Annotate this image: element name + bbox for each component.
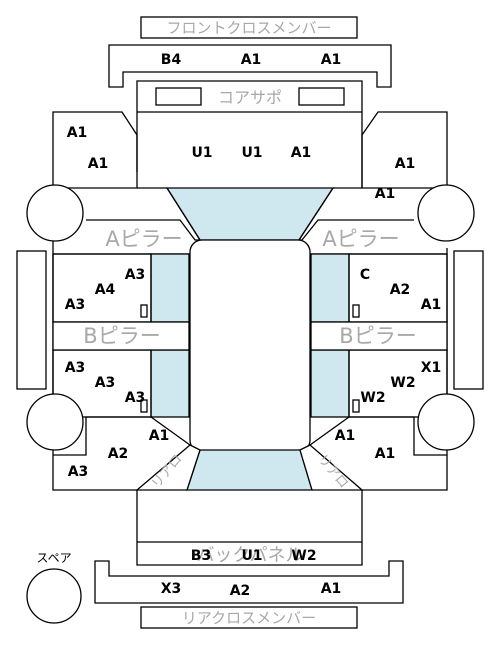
front-left-wheel bbox=[26, 184, 84, 242]
core-support-label: コアサポ bbox=[218, 88, 282, 107]
right-rear-handle bbox=[352, 399, 360, 413]
code-right-rear-2: A1 bbox=[375, 446, 396, 462]
left-rear-sill bbox=[150, 349, 190, 418]
code-lf-door-3: A3 bbox=[65, 297, 86, 313]
code-rr-door-1: X1 bbox=[421, 360, 442, 376]
front-cross-member-label-box bbox=[140, 16, 358, 39]
code-lf-door-1: A3 bbox=[125, 267, 146, 283]
right-front-sill bbox=[310, 253, 350, 323]
rear-right-wheel bbox=[417, 393, 475, 451]
code-right-rear-1: A1 bbox=[335, 428, 356, 444]
code-rear-cross-2: A2 bbox=[230, 583, 251, 599]
code-front-cross-2: A1 bbox=[241, 52, 262, 68]
core-support-right-slot bbox=[298, 87, 345, 106]
b-pillar-right-label: Bピラー bbox=[339, 324, 416, 348]
left-front-handle bbox=[140, 304, 148, 318]
code-left-rear-3: A3 bbox=[68, 464, 89, 480]
b-pillar-left-label: Bピラー bbox=[83, 324, 160, 348]
rear-right-diagonal bbox=[299, 444, 364, 491]
right-front-handle bbox=[352, 304, 360, 318]
a-pillar-left-edge bbox=[137, 187, 201, 241]
code-lr-door-3: A3 bbox=[125, 390, 146, 406]
left-front-sill bbox=[150, 253, 190, 323]
a-pillar-right-label: Aピラー bbox=[322, 227, 399, 251]
code-lr-door-2: A3 bbox=[95, 375, 116, 391]
core-support-left-slot bbox=[155, 87, 202, 106]
code-front-right-1: A1 bbox=[395, 156, 416, 172]
left-rear-quarter bbox=[53, 416, 191, 456]
code-back-panel-1: B3 bbox=[191, 548, 211, 564]
code-front-right-2: A1 bbox=[375, 186, 396, 202]
code-rear-cross-1: X3 bbox=[161, 581, 182, 597]
code-left-rear-2: A2 bbox=[108, 446, 129, 462]
code-front-left-1: A1 bbox=[67, 125, 88, 141]
left-side-skirt bbox=[16, 250, 47, 390]
code-rf-door-3: A1 bbox=[421, 297, 442, 313]
back-panel-label: バックパネル bbox=[196, 545, 303, 566]
spare-label: スペア bbox=[36, 551, 71, 565]
code-rf-door-2: A2 bbox=[390, 282, 411, 298]
code-front-cross-1: B4 bbox=[161, 52, 182, 68]
code-left-rear-1: A1 bbox=[149, 428, 170, 444]
b-pillar-right bbox=[310, 321, 448, 351]
cabin-roof-opening bbox=[189, 239, 311, 453]
right-side-skirt bbox=[453, 250, 484, 390]
code-front-cross-3: A1 bbox=[321, 52, 342, 68]
rear-left-diagonal bbox=[135, 444, 201, 491]
right-rear-sill bbox=[310, 349, 350, 418]
code-rear-cross-3: A1 bbox=[321, 581, 342, 597]
code-rr-door-3: W2 bbox=[360, 390, 385, 406]
front-cross-member-label: フロントクロスメンバー bbox=[166, 19, 331, 37]
left-rear-handle bbox=[140, 399, 148, 413]
b-pillar-left bbox=[52, 321, 190, 351]
code-back-panel-3: W2 bbox=[291, 548, 316, 564]
rear-window bbox=[186, 449, 313, 491]
a-pillar-left-label: Aピラー bbox=[105, 227, 182, 251]
code-rf-door-1: C bbox=[360, 267, 370, 283]
code-back-panel-2: U1 bbox=[241, 548, 262, 564]
rear-left-wheel bbox=[26, 393, 84, 451]
right-rear-quarter bbox=[309, 416, 447, 456]
code-lf-door-2: A4 bbox=[95, 282, 116, 298]
trunk-outline bbox=[136, 490, 363, 566]
rear-cross-member-label-box bbox=[140, 606, 358, 629]
front-left-fender bbox=[52, 111, 138, 189]
code-lr-door-1: A3 bbox=[65, 360, 86, 376]
rear-cross-member bbox=[94, 560, 404, 604]
front-right-wheel bbox=[417, 184, 475, 242]
code-front-left-2: A1 bbox=[88, 156, 109, 172]
spare-tire bbox=[26, 568, 82, 624]
front-cross-member bbox=[108, 44, 392, 88]
code-core-3: A1 bbox=[291, 145, 312, 161]
code-core-1: U1 bbox=[191, 145, 212, 161]
front-right-fender bbox=[361, 111, 448, 189]
rear-cross-member-label: リアクロスメンバー bbox=[182, 609, 316, 627]
a-pillar-right-edge bbox=[298, 187, 362, 241]
code-core-2: U1 bbox=[241, 145, 262, 161]
code-rr-door-2: W2 bbox=[390, 375, 415, 391]
